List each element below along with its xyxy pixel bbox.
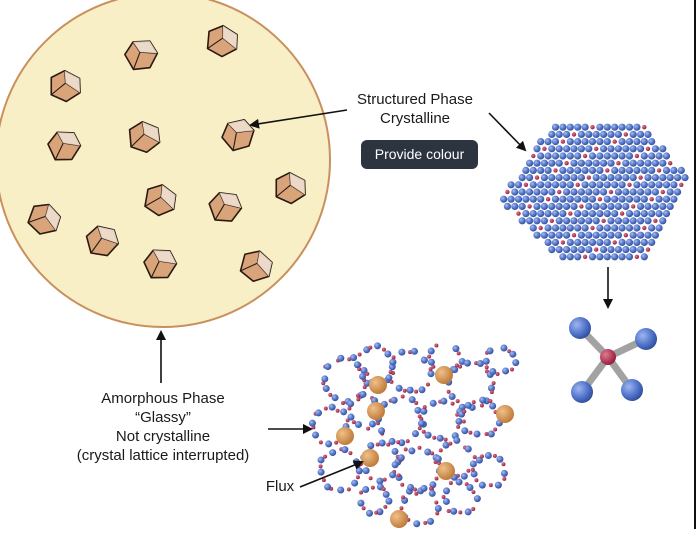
crystal-grain <box>206 24 238 58</box>
flux-atom <box>336 427 354 445</box>
arrow-to-grain <box>249 109 348 129</box>
crystal-grain <box>47 131 82 161</box>
flux-atom <box>369 376 387 394</box>
crystal-grain <box>27 203 62 235</box>
flux-atom <box>435 366 453 384</box>
flux-label: Flux <box>265 478 295 495</box>
crystal-grain <box>143 249 178 279</box>
crystal-lattice <box>500 123 689 261</box>
amorphous-phase-title: Amorphous Phase <box>101 390 225 407</box>
crystal-grain <box>221 119 255 152</box>
structured-phase-label: Structured Phase Crystalline <box>330 90 500 128</box>
provide-colour-button[interactable]: Provide colour <box>361 140 478 169</box>
not-crystalline-text: Not crystalline <box>115 428 211 445</box>
crystal-grain <box>144 184 177 217</box>
crystal-grain <box>124 40 159 71</box>
flux-atom <box>390 510 408 528</box>
flux-atom <box>367 402 385 420</box>
structured-phase-title: Structured Phase <box>357 91 473 108</box>
tetrahedron-unit <box>569 317 657 403</box>
arrow-to-lattice <box>488 112 527 152</box>
arrow-to-flux <box>299 460 364 488</box>
right-edge-border <box>694 0 696 529</box>
flux-atom <box>361 449 379 467</box>
lattice-interrupted-text: (crystal lattice interrupted) <box>76 447 250 464</box>
crystalline-text: Crystalline <box>379 110 451 127</box>
crystal-grain <box>50 69 81 103</box>
crystal-grain <box>85 225 120 257</box>
glassy-text: “Glassy” <box>135 409 191 426</box>
crystal-grain <box>128 120 161 154</box>
crystal-grain <box>239 250 273 283</box>
flux-atom <box>496 405 514 423</box>
amorphous-phase-label: Amorphous Phase “Glassy” Not crystalline… <box>52 389 274 465</box>
flux-atom <box>437 462 455 480</box>
amorphous-network <box>308 342 520 528</box>
glass-circle <box>0 0 331 328</box>
crystal-grain <box>275 171 306 205</box>
crystal-grains <box>27 24 306 283</box>
crystal-grain <box>208 191 243 222</box>
